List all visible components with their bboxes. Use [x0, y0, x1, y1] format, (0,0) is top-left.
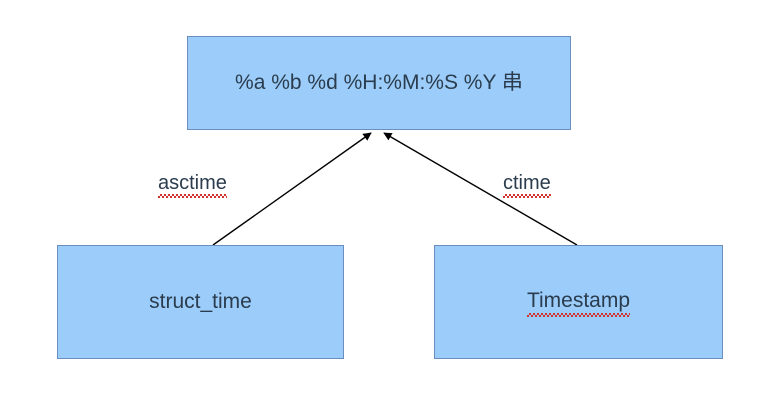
node-timestamp[interactable]: Timestamp [434, 245, 723, 359]
edge-label-asctime[interactable]: asctime [158, 172, 227, 198]
edge-label-ctime-text: ctime [503, 172, 551, 198]
node-struct-time[interactable]: struct_time [57, 245, 344, 359]
node-format-string[interactable]: %a %b %d %H:%M:%S %Y 串 [187, 36, 571, 130]
edge-label-asctime-text: asctime [158, 172, 227, 198]
node-format-string-label: %a %b %d %H:%M:%S %Y 串 [235, 71, 523, 95]
node-timestamp-label: Timestamp [526, 288, 631, 317]
node-struct-time-label: struct_time [149, 290, 252, 314]
edge-label-ctime[interactable]: ctime [503, 172, 551, 198]
edge-asctime-line [212, 132, 372, 246]
